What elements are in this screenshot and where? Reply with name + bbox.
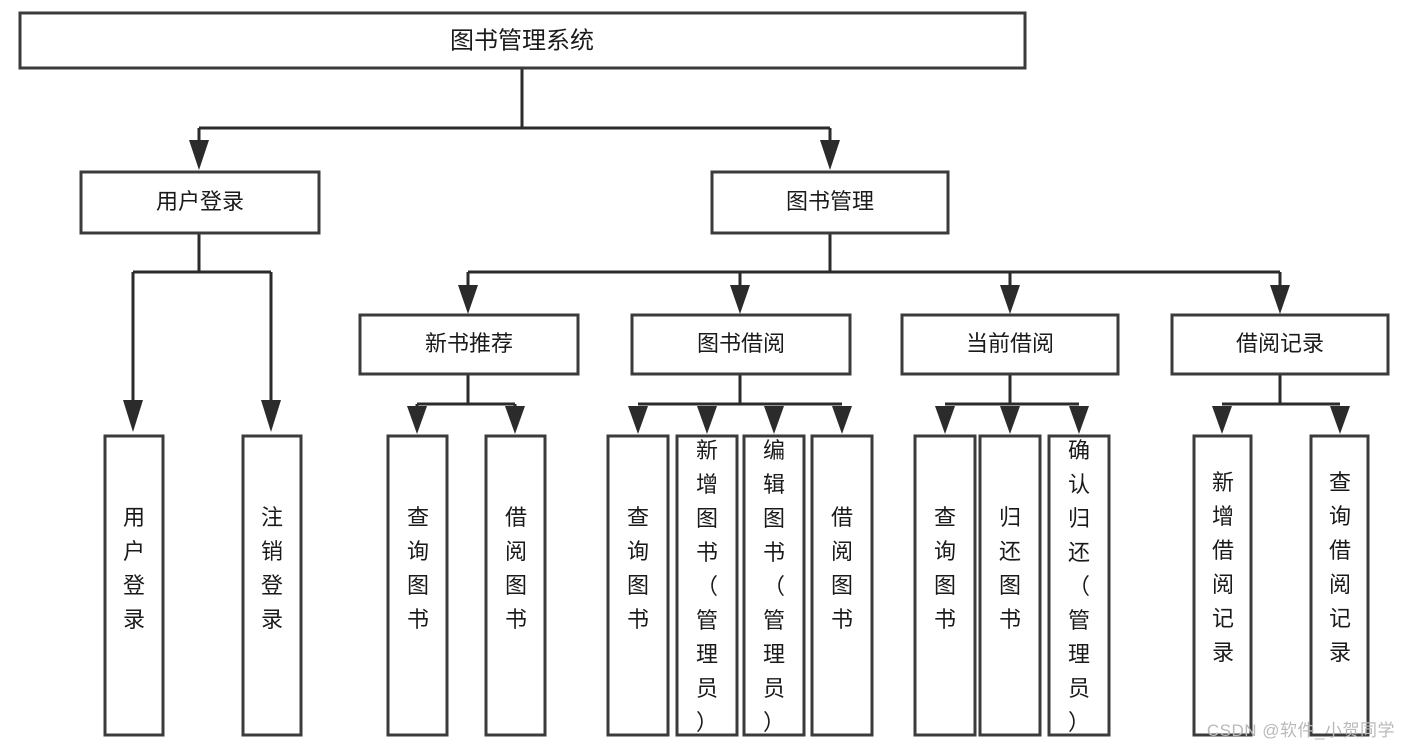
node-leaf-add-book-box[interactable] [675,434,739,737]
node-leaf-query-record-label: 查询借阅记录 [1329,470,1351,665]
node-leaf-confirm-return-label: 确认归还（管理员） [1068,438,1090,735]
connector-group-book-management [458,233,1290,314]
arrow-head-book-management [820,140,840,170]
node-leaf-add-record-label: 新增借阅记录 [1212,470,1234,665]
node-leaf-return-book-label: 归还图书 [999,505,1021,632]
node-leaf-edit-book-label: 编辑图书（管理员） [763,438,785,735]
node-leaf-query-book-2[interactable]: 查询图书 [606,434,670,737]
node-book-borrow[interactable]: 图书借阅 [630,313,852,376]
node-leaf-user-login-label: 用户登录 [123,505,145,632]
connector-group-book-borrow [628,373,852,434]
node-leaf-borrow-book-1[interactable]: 借阅图书 [484,434,547,737]
node-new-book-recommend[interactable]: 新书推荐 [358,313,580,376]
node-leaf-query-book-1-box[interactable] [386,434,449,737]
node-leaf-query-book-1-label: 查询图书 [407,505,429,632]
node-user-login-label: 用户登录 [156,189,244,214]
arrow-head-leaf-query-book-1 [407,406,427,434]
node-leaf-add-book[interactable]: 新增图书（管理员） [675,434,739,737]
node-book-management[interactable]: 图书管理 [710,170,950,235]
node-current-borrow-box[interactable] [900,313,1120,376]
node-borrow-record[interactable]: 借阅记录 [1170,313,1390,376]
node-new-book-recommend-label: 新书推荐 [425,331,513,356]
node-current-borrow-label: 当前借阅 [966,331,1054,356]
node-leaf-user-logout-box[interactable] [241,434,303,737]
node-root-box[interactable] [18,11,1027,70]
connector-group-current-borrow [935,373,1089,434]
arrow-head-user-login [189,140,209,170]
node-leaf-edit-book[interactable]: 编辑图书（管理员） [742,434,806,737]
node-leaf-query-record[interactable]: 查询借阅记录 [1309,434,1370,737]
node-leaf-return-book-box[interactable] [978,434,1042,737]
node-root-label: 图书管理系统 [450,27,594,54]
node-borrow-record-box[interactable] [1170,313,1390,376]
node-current-borrow[interactable]: 当前借阅 [900,313,1120,376]
arrow-head-leaf-query-book-2 [628,406,648,434]
node-leaf-add-record-box[interactable] [1192,434,1253,737]
node-leaf-query-book-1[interactable]: 查询图书 [386,434,449,737]
node-new-book-recommend-box[interactable] [358,313,580,376]
node-book-management-box[interactable] [710,170,950,235]
arrow-head-book-borrow [730,285,750,314]
arrow-head-leaf-query-book-3 [935,406,955,434]
node-leaf-user-login[interactable]: 用户登录 [103,434,165,737]
node-book-borrow-label: 图书借阅 [697,331,785,356]
node-book-management-label: 图书管理 [786,189,874,214]
node-leaf-query-book-3-label: 查询图书 [934,505,956,632]
node-user-login[interactable]: 用户登录 [79,170,321,235]
node-leaf-borrow-book-1-box[interactable] [484,434,547,737]
node-root[interactable]: 图书管理系统 [18,11,1027,70]
connector-group-user-login [123,233,281,432]
node-leaf-query-book-3-box[interactable] [913,434,977,737]
node-leaf-add-record[interactable]: 新增借阅记录 [1192,434,1253,737]
node-leaf-borrow-book-2-label: 借阅图书 [831,505,853,632]
node-leaf-user-logout[interactable]: 注销登录 [241,434,303,737]
node-leaf-confirm-return[interactable]: 确认归还（管理员） [1047,434,1111,737]
arrow-head-leaf-confirm-return [1069,406,1089,434]
node-leaf-query-record-box[interactable] [1309,434,1370,737]
node-leaf-borrow-book-2[interactable]: 借阅图书 [810,434,874,737]
arrow-head-leaf-query-record [1330,406,1350,434]
node-user-login-box[interactable] [79,170,321,235]
arrow-head-current-borrow [1000,285,1020,314]
node-leaf-borrow-book-2-box[interactable] [810,434,874,737]
node-leaf-edit-book-box[interactable] [742,434,806,737]
node-leaf-query-book-2-label: 查询图书 [627,505,649,632]
arrow-head-leaf-return-book [1000,406,1020,434]
arrow-head-leaf-user-login [123,400,143,432]
arrow-head-leaf-borrow-book-2 [832,406,852,434]
node-leaf-query-book-3[interactable]: 查询图书 [913,434,977,737]
arrow-head-borrow-record [1270,285,1290,314]
node-leaf-user-login-box[interactable] [103,434,165,737]
node-leaf-confirm-return-box[interactable] [1047,434,1111,737]
node-leaf-return-book[interactable]: 归还图书 [978,434,1042,737]
node-borrow-record-label: 借阅记录 [1236,331,1324,356]
arrow-head-leaf-edit-book [764,406,784,434]
connector-group-new-book-recommend [407,373,525,434]
arrow-head-leaf-borrow-book-1 [505,406,525,434]
node-leaf-add-book-label: 新增图书（管理员） [696,438,718,735]
arrow-head-leaf-add-record [1212,406,1232,434]
arrow-head-leaf-add-book [697,406,717,434]
arrow-head-leaf-user-logout [261,400,281,432]
connector-group-root [189,69,840,170]
connector-group-borrow-record [1212,375,1350,434]
node-leaf-borrow-book-1-label: 借阅图书 [505,505,527,632]
arrow-head-new-book-recommend [458,285,478,314]
node-book-borrow-box[interactable] [630,313,852,376]
node-leaf-user-logout-label: 注销登录 [261,505,283,632]
node-leaf-query-book-2-box[interactable] [606,434,670,737]
